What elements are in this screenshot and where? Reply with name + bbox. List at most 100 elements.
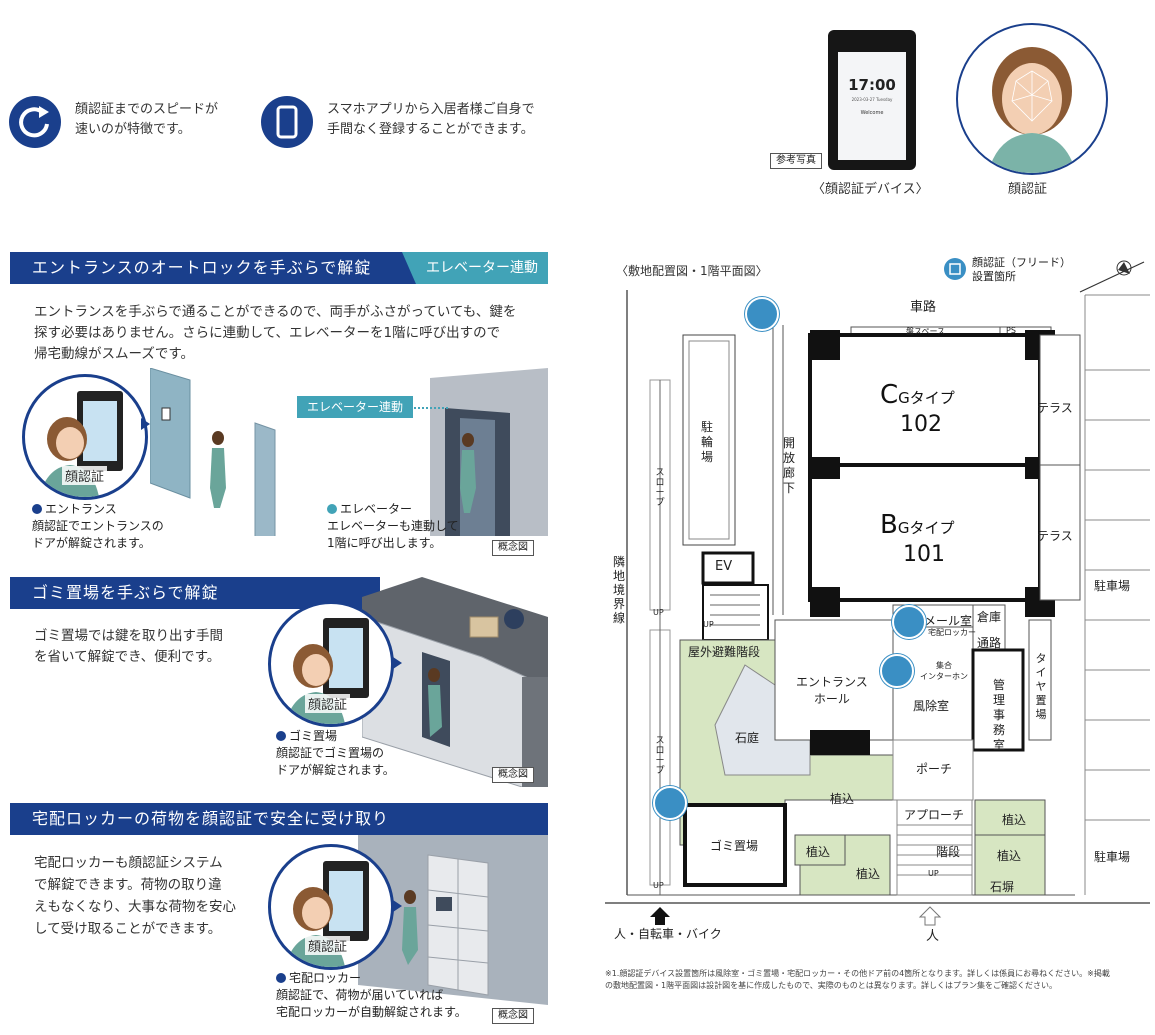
person-entry-label: 人 (926, 929, 940, 944)
concept-tag-2: 概念図 (492, 767, 534, 783)
parking-label-top: 駐車場 (1094, 579, 1131, 593)
entrance-hall-label: エントランスホール (796, 675, 868, 706)
device-welcome: Welcome (860, 110, 884, 116)
office-label: 管理事務室 (992, 678, 1005, 752)
floor-plan (605, 285, 1150, 940)
locker-map-label: 宅配ロッカー (928, 628, 976, 637)
device-time: 17:00 (848, 76, 896, 94)
section-garbage-body: ゴミ置場では鍵を取り出す手間を省いて解錠でき、便利です。 (34, 628, 223, 665)
device-caption: 〈顔認証デバイス〉 (812, 182, 929, 197)
bike-entry-label: 人・自転車・バイク (614, 927, 722, 941)
garbage-caption: ゴミ置場 顔認証でゴミ置場のドアが解錠されます。 (276, 729, 395, 777)
section-entrance-banner: エントランスのオートロックを手ぶらで解錠 エレベーター連動 (10, 252, 548, 284)
terrace-label-bottom: テラス (1037, 529, 1073, 543)
legend-face-icon (944, 258, 966, 280)
feature-app-text: スマホアプリから入居者様ご自身で手間なく登録することができます。 (327, 102, 535, 137)
section-locker-banner: 宅配ロッカーの荷物を顔認証で安全に受け取り (10, 803, 548, 835)
map-title: 〈敷地配置図・1階平面図〉 (616, 264, 768, 278)
outdoor-stairs-label: 屋外避難階段 (688, 645, 761, 659)
map-ev-label: EV (715, 559, 733, 574)
face-marker-icon-3 (880, 654, 914, 688)
planting-label-1: 植込 (830, 792, 855, 806)
unit-101-number: 101 (903, 542, 945, 567)
section-entrance-title: エントランスのオートロックを手ぶらで解錠 (32, 258, 372, 277)
reference-photo-tag: 参考写真 (770, 153, 822, 169)
face-recognition-image (956, 23, 1108, 175)
locker-arrow-icon (393, 900, 402, 912)
map-slope-label-bottom: スロープ (655, 736, 665, 776)
elevator-dot-icon (327, 504, 337, 514)
locker-face-label: 顔認証 (305, 936, 351, 955)
map-footnote: ※1.顔認証デバイス設置箇所は風除室・ゴミ置場・宅配ロッカー・その他ドア前の4箇… (605, 969, 1110, 990)
stone-garden-label: 石庭 (735, 731, 760, 745)
map-road-label: 車路 (910, 300, 937, 315)
face-device-image: 17:00 2023-03-27 Tuesday Welcome (828, 30, 916, 170)
mailroom-label: メール室 (924, 614, 973, 628)
locker-caption: 宅配ロッカー 顔認証で、荷物が届いていれば宅配ロッカーが自動解錠されます。 (276, 971, 467, 1019)
approach-label: アプローチ (904, 808, 965, 822)
map-open-corridor-label: 開放廊下 (782, 436, 795, 495)
unit-102-number: 102 (900, 412, 942, 437)
unit-bg-label: BGタイプ (880, 510, 955, 540)
map-up-label-4: UP (928, 869, 939, 878)
planting-label-5: 植込 (997, 849, 1022, 863)
concept-tag-1: 概念図 (492, 540, 534, 556)
garbage-arrow-icon (393, 657, 402, 669)
concept-tag-3: 概念図 (492, 1008, 534, 1024)
tire-storage-label: タイヤ置場 (1035, 652, 1047, 721)
face-marker-icon-4 (653, 786, 687, 820)
map-boundary-label: 隣地境界線 (612, 555, 625, 625)
device-date: 2023-03-27 Tuesday (851, 97, 893, 102)
elevator-link-tab: エレベーター連動 (426, 260, 538, 276)
smartphone-icon (261, 96, 313, 148)
face-marker-icon-2 (892, 605, 926, 639)
terrace-label-top: テラス (1037, 401, 1073, 415)
garbage-illustration (361, 577, 549, 788)
garbage-face-label: 顔認証 (305, 694, 351, 713)
face-caption: 顔認証 (1008, 182, 1048, 197)
elevator-link-label: エレベーター連動 (297, 396, 413, 418)
map-slope-label-top: スロープ (655, 468, 665, 508)
planting-label-2: 植込 (806, 845, 831, 859)
garbage-dot-icon (276, 731, 286, 741)
map-up-label-1: UP (653, 608, 664, 617)
north-compass-icon (1078, 252, 1146, 298)
stone-wall-label: 石塀 (990, 880, 1015, 894)
locker-illustration (358, 835, 548, 1005)
map-panel-space-label: 盤スペース (906, 327, 946, 336)
elevator-link-arrow (414, 407, 448, 409)
entrance-arrow-icon (141, 418, 150, 430)
locker-face-circle (268, 844, 394, 970)
map-legend: 顔認証（フリード）設置箇所 (972, 256, 1071, 283)
entrance-face-circle (22, 374, 148, 500)
steps-label: 階段 (936, 845, 961, 859)
planting-label-4: 植込 (1002, 813, 1027, 827)
entrance-dot-icon (32, 504, 42, 514)
section-locker-body: 宅配ロッカーも顔認証システムで解錠できます。荷物の取り違えもなくなり、大事な荷物… (34, 855, 236, 937)
windbreak-label: 風除室 (913, 699, 950, 713)
unit-cg-label: CGタイプ (880, 380, 955, 410)
map-up-label-2: UP (703, 620, 714, 629)
garbage-map-label: ゴミ置場 (710, 839, 759, 853)
intercom-label: 集合インターホン (920, 661, 968, 681)
entrance-face-label: 顔認証 (62, 466, 108, 485)
face-marker-icon-1 (745, 297, 779, 331)
map-ps-label: PS (1006, 326, 1016, 335)
locker-dot-icon (276, 973, 286, 983)
entrance-caption: エントランス 顔認証でエントランスのドアが解錠されます。 (32, 502, 164, 550)
map-bikes-label: 駐輪場 (700, 420, 713, 464)
parking-label-bottom: 駐車場 (1094, 850, 1131, 864)
planting-label-3: 植込 (856, 867, 881, 881)
section-entrance-body: エントランスを手ぶらで通ることができるので、両手がふさがっていても、鍵を探す必要… (34, 304, 517, 362)
section-locker-title: 宅配ロッカーの荷物を顔認証で安全に受け取り (32, 809, 390, 828)
porch-label: ポーチ (916, 762, 953, 776)
storage-label: 倉庫 (977, 610, 1002, 624)
passage-label: 通路 (977, 636, 1002, 650)
entrance-illustration (149, 367, 548, 554)
refresh-icon (9, 96, 61, 148)
section-garbage-banner: ゴミ置場を手ぶらで解錠 (10, 577, 380, 609)
section-garbage-title: ゴミ置場を手ぶらで解錠 (32, 583, 219, 602)
map-up-label-3: UP (653, 881, 664, 890)
feature-speed-text: 顔認証までのスピードが速いのが特徴です。 (75, 102, 219, 137)
